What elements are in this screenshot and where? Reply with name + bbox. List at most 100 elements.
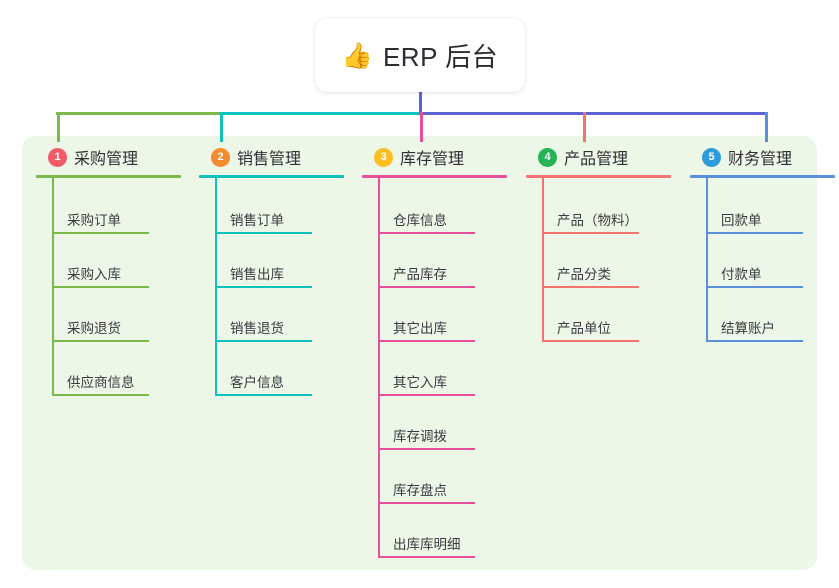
leaf-item-underline: [54, 394, 149, 396]
branch-title: 产品管理: [564, 151, 629, 168]
leaf-item[interactable]: 产品（物料）: [544, 180, 675, 234]
leaf-item[interactable]: 产品分类: [544, 234, 675, 288]
leaf-item-underline: [380, 394, 475, 396]
leaf-item-underline: [544, 340, 639, 342]
leaf-item-underline: [54, 286, 149, 288]
branch-number-badge: 2: [211, 147, 230, 167]
leaf-item-label: 其它出库: [393, 321, 447, 336]
branch-leaf-list: 仓库信息产品库存其它出库其它入库库存调拨库存盘点出库库明细: [378, 178, 511, 558]
branch-column-4: 4 产品管理产品（物料） 产品分类产品单位: [525, 144, 675, 342]
bus-segment-green: [56, 112, 221, 115]
leaf-item[interactable]: 付款单: [708, 234, 839, 288]
leaf-item-label: 采购入库: [67, 267, 121, 282]
leaf-item[interactable]: 产品单位: [544, 288, 675, 342]
branch-drop-5: [765, 112, 768, 142]
leaf-item-label: 回款单: [721, 213, 762, 228]
leaf-item-label: 付款单: [721, 267, 762, 282]
leaf-item-underline: [708, 232, 803, 234]
leaf-item-underline: [708, 286, 803, 288]
leaf-item-underline: [708, 340, 803, 342]
branch-number-badge: 4: [538, 147, 557, 167]
branch-drop-2: [220, 112, 223, 142]
leaf-item-label: 供应商信息: [67, 375, 135, 390]
branch-column-2: 2 销售管理销售订单销售出库销售退货客户信息: [198, 144, 348, 396]
branch-column-5: 5 财务管理回款单付款单结算账户: [689, 144, 839, 342]
leaf-item[interactable]: 仓库信息: [380, 180, 511, 234]
branch-header-2[interactable]: 2 销售管理: [198, 144, 348, 170]
leaf-item-label: 采购订单: [67, 213, 121, 228]
leaf-item-label: 产品库存: [393, 267, 447, 282]
leaf-item[interactable]: 出库库明细: [380, 504, 511, 558]
branch-underline: [526, 175, 671, 178]
branch-title: 财务管理: [728, 151, 793, 168]
thumbs-up-emoji: 👍: [341, 40, 373, 70]
leaf-item[interactable]: 采购退货: [54, 288, 185, 342]
leaf-item-underline: [54, 232, 149, 234]
leaf-item-label: 库存盘点: [393, 483, 447, 498]
branch-underline: [36, 175, 181, 178]
leaf-item[interactable]: 结算账户: [708, 288, 839, 342]
leaf-item[interactable]: 产品库存: [380, 234, 511, 288]
branch-underline: [362, 175, 507, 178]
leaf-item-label: 产品分类: [557, 267, 611, 282]
leaf-item[interactable]: 库存盘点: [380, 450, 511, 504]
leaf-item[interactable]: 采购入库: [54, 234, 185, 288]
leaf-item-label: 产品（物料）: [557, 213, 638, 228]
branch-header-4[interactable]: 4 产品管理: [525, 144, 675, 170]
branch-leaf-list: 回款单付款单结算账户: [706, 178, 839, 342]
leaf-item-label: 结算账户: [721, 321, 775, 336]
leaf-item-underline: [217, 232, 312, 234]
leaf-item[interactable]: 库存调拨: [380, 396, 511, 450]
leaf-item-label: 出库库明细: [393, 537, 461, 552]
leaf-item-label: 销售订单: [230, 213, 284, 228]
leaf-item-label: 销售出库: [230, 267, 284, 282]
branch-drop-3: [420, 112, 423, 142]
root-connector-stem: [419, 92, 422, 114]
branch-header-5[interactable]: 5 财务管理: [689, 144, 839, 170]
branches-panel: [22, 136, 817, 570]
branch-drop-4: [583, 112, 586, 142]
branch-underline: [199, 175, 344, 178]
leaf-item-label: 客户信息: [230, 375, 284, 390]
root-title: ERP 后台: [382, 41, 499, 72]
leaf-item[interactable]: 其它出库: [380, 288, 511, 342]
branch-drop-1: [57, 112, 60, 142]
root-node[interactable]: 👍 ERP 后台: [315, 18, 525, 92]
leaf-item[interactable]: 其它入库: [380, 342, 511, 396]
leaf-item-underline: [380, 556, 475, 558]
branch-underline: [690, 175, 835, 178]
leaf-item-label: 库存调拨: [393, 429, 447, 444]
leaf-item[interactable]: 销售退货: [217, 288, 348, 342]
leaf-item[interactable]: 采购订单: [54, 180, 185, 234]
leaf-item-underline: [544, 232, 639, 234]
branch-number-badge: 5: [702, 147, 721, 167]
leaf-item[interactable]: 销售出库: [217, 234, 348, 288]
leaf-item-label: 采购退货: [67, 321, 121, 336]
leaf-item-underline: [217, 394, 312, 396]
leaf-item-underline: [544, 286, 639, 288]
branch-leaf-list: 销售订单销售出库销售退货客户信息: [215, 178, 348, 396]
leaf-item[interactable]: 销售订单: [217, 180, 348, 234]
leaf-item-label: 销售退货: [230, 321, 284, 336]
bus-segment-teal: [220, 112, 420, 115]
leaf-item-underline: [380, 340, 475, 342]
leaf-item[interactable]: 客户信息: [217, 342, 348, 396]
branch-title: 库存管理: [400, 151, 465, 168]
leaf-item[interactable]: 回款单: [708, 180, 839, 234]
branch-title: 采购管理: [74, 151, 139, 168]
branch-leaf-list: 采购订单采购入库采购退货供应商信息: [52, 178, 185, 396]
leaf-item[interactable]: 供应商信息: [54, 342, 185, 396]
bus-segment-blue: [419, 112, 767, 115]
branch-leaf-list: 产品（物料） 产品分类产品单位: [542, 178, 675, 342]
leaf-item-underline: [217, 340, 312, 342]
leaf-item-underline: [380, 232, 475, 234]
leaf-item-underline: [380, 286, 475, 288]
leaf-item-underline: [380, 448, 475, 450]
branch-title: 销售管理: [237, 151, 302, 168]
leaf-item-label: 产品单位: [557, 321, 611, 336]
leaf-item-label: 仓库信息: [393, 213, 447, 228]
